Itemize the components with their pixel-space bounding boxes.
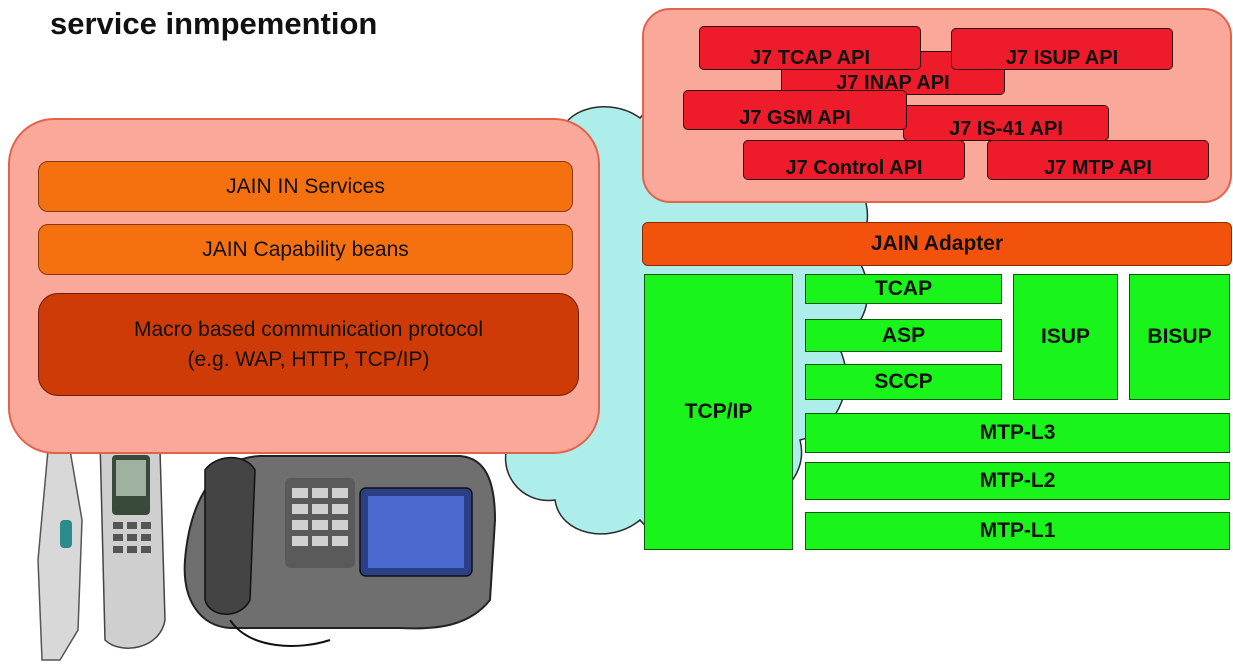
stack-tcpip-label: TCP/IP <box>684 400 753 423</box>
api-isup: J7 ISUP API <box>951 28 1173 70</box>
stack-tcpip: TCP/IP <box>644 274 793 550</box>
api-tcap: J7 TCAP API <box>699 26 921 70</box>
stack-asp: ASP <box>805 319 1002 352</box>
macro-protocol-line1: Macro based communication protocol <box>133 317 483 341</box>
stack-mtp-l2: MTP-L2 <box>805 462 1230 500</box>
stack-tcap: TCAP <box>805 274 1002 304</box>
jain-in-services-box: JAIN IN Services <box>38 161 573 212</box>
api-mtp: J7 MTP API <box>987 140 1209 180</box>
api-control: J7 Control API <box>743 140 965 180</box>
page-title: service inmpemention <box>50 6 378 41</box>
stack-mtp-l1: MTP-L1 <box>805 512 1230 550</box>
macro-protocol-box: Macro based communication protocol (e.g.… <box>38 293 579 396</box>
stack-bisup: BISUP <box>1129 274 1230 400</box>
stack-sccp: SCCP <box>805 364 1002 400</box>
jain-adapter-bar: JAIN Adapter <box>642 222 1232 266</box>
stack-mtp-l3: MTP-L3 <box>805 413 1230 453</box>
desk-phone-icon <box>183 455 497 647</box>
stack-isup: ISUP <box>1013 274 1118 400</box>
macro-protocol-line2: (e.g. WAP, HTTP, TCP/IP) <box>187 347 430 371</box>
mobile-phone-icon <box>37 430 166 661</box>
api-gsm: J7 GSM API <box>683 90 907 130</box>
api-is41: J7 IS-41 API <box>903 105 1109 141</box>
jain-capability-beans-box: JAIN Capability beans <box>38 224 573 275</box>
